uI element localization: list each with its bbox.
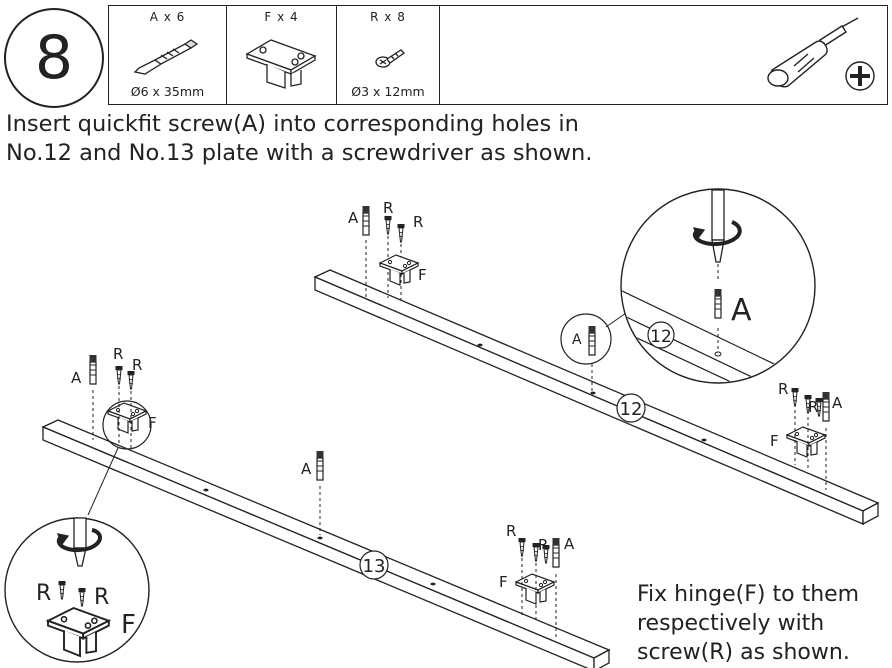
svg-text:A: A	[832, 394, 843, 412]
part-r-label: R x 8	[370, 10, 406, 24]
svg-text:A: A	[731, 293, 752, 328]
svg-text:F: F	[770, 432, 779, 450]
part-cell-a: A x 6 Ø6 x 35mm	[109, 6, 227, 104]
plate12-left-hardware: A R R F	[348, 199, 427, 300]
part-a-label: A x 6	[149, 10, 186, 24]
svg-text:A: A	[71, 369, 82, 387]
step-number: 8	[34, 23, 74, 93]
svg-text:12: 12	[620, 399, 643, 420]
plate13-right-hardware: R R A F	[499, 522, 575, 638]
phillips-screwdriver-icon	[767, 17, 875, 91]
part-f-label: F x 4	[264, 10, 299, 24]
svg-text:F: F	[148, 414, 157, 432]
svg-text:R: R	[132, 356, 142, 374]
part-r-dimension: Ø3 x 12mm	[351, 84, 425, 99]
hinge-note-line-2: respectively with	[637, 611, 825, 636]
svg-text:R: R	[113, 345, 123, 363]
part-cell-r: R x 8 Ø3 x 12mm	[337, 6, 440, 104]
plate-12	[313, 269, 880, 526]
svg-text:R: R	[36, 581, 51, 606]
svg-text:F: F	[418, 266, 427, 284]
instruction-line-1: Insert quickfit screw(A) into correspond…	[6, 111, 579, 137]
svg-text:F: F	[499, 573, 508, 591]
plate-13-label: 13	[359, 550, 389, 580]
parts-table: A x 6 Ø6 x 35mm F x 4 R x 8	[108, 5, 888, 105]
svg-text:R: R	[94, 585, 109, 610]
hinge-note: Fix hinge(F) to them respectively with s…	[637, 580, 859, 667]
svg-text:R: R	[413, 213, 423, 231]
quickfit-screw-icon	[133, 39, 199, 75]
part-a-dimension: Ø6 x 35mm	[130, 84, 205, 99]
plate13-left-hardware: A R R F	[71, 345, 157, 516]
svg-text:R: R	[383, 199, 393, 217]
instruction-text: Insert quickfit screw(A) into correspond…	[6, 110, 592, 168]
step-number-circle: 8	[4, 8, 104, 108]
part-cell-f: F x 4	[227, 6, 337, 104]
svg-text:F: F	[121, 610, 136, 640]
plate-12-label: 12	[616, 393, 646, 423]
svg-text:A: A	[572, 332, 582, 348]
svg-text:13: 13	[363, 556, 386, 577]
svg-text:R: R	[538, 536, 548, 554]
svg-text:12: 12	[650, 327, 672, 347]
zoom-detail-plate-12: 12 A	[620, 188, 816, 384]
hinge-note-line-1: Fix hinge(F) to them	[637, 582, 860, 607]
plate12-right-hardware: R R A F	[770, 380, 843, 490]
svg-text:R: R	[778, 380, 788, 398]
zoom-detail-plate-13: R R F	[4, 517, 150, 663]
hinge-icon	[245, 39, 317, 89]
instruction-line-2: No.12 and No.13 plate with a screwdriver…	[6, 140, 593, 166]
plate-13	[41, 419, 611, 668]
plate13-mid-hardware: A	[301, 450, 325, 535]
svg-text:R: R	[808, 398, 818, 416]
svg-text:A: A	[348, 209, 359, 227]
tool-cell	[440, 6, 887, 104]
wood-screw-icon	[375, 49, 406, 68]
svg-text:R: R	[506, 522, 516, 540]
plate12-mid-hardware: A	[560, 305, 637, 392]
svg-text:A: A	[564, 535, 575, 553]
hinge-note-line-3: screw(R) as shown.	[637, 640, 850, 665]
svg-text:A: A	[301, 460, 312, 478]
